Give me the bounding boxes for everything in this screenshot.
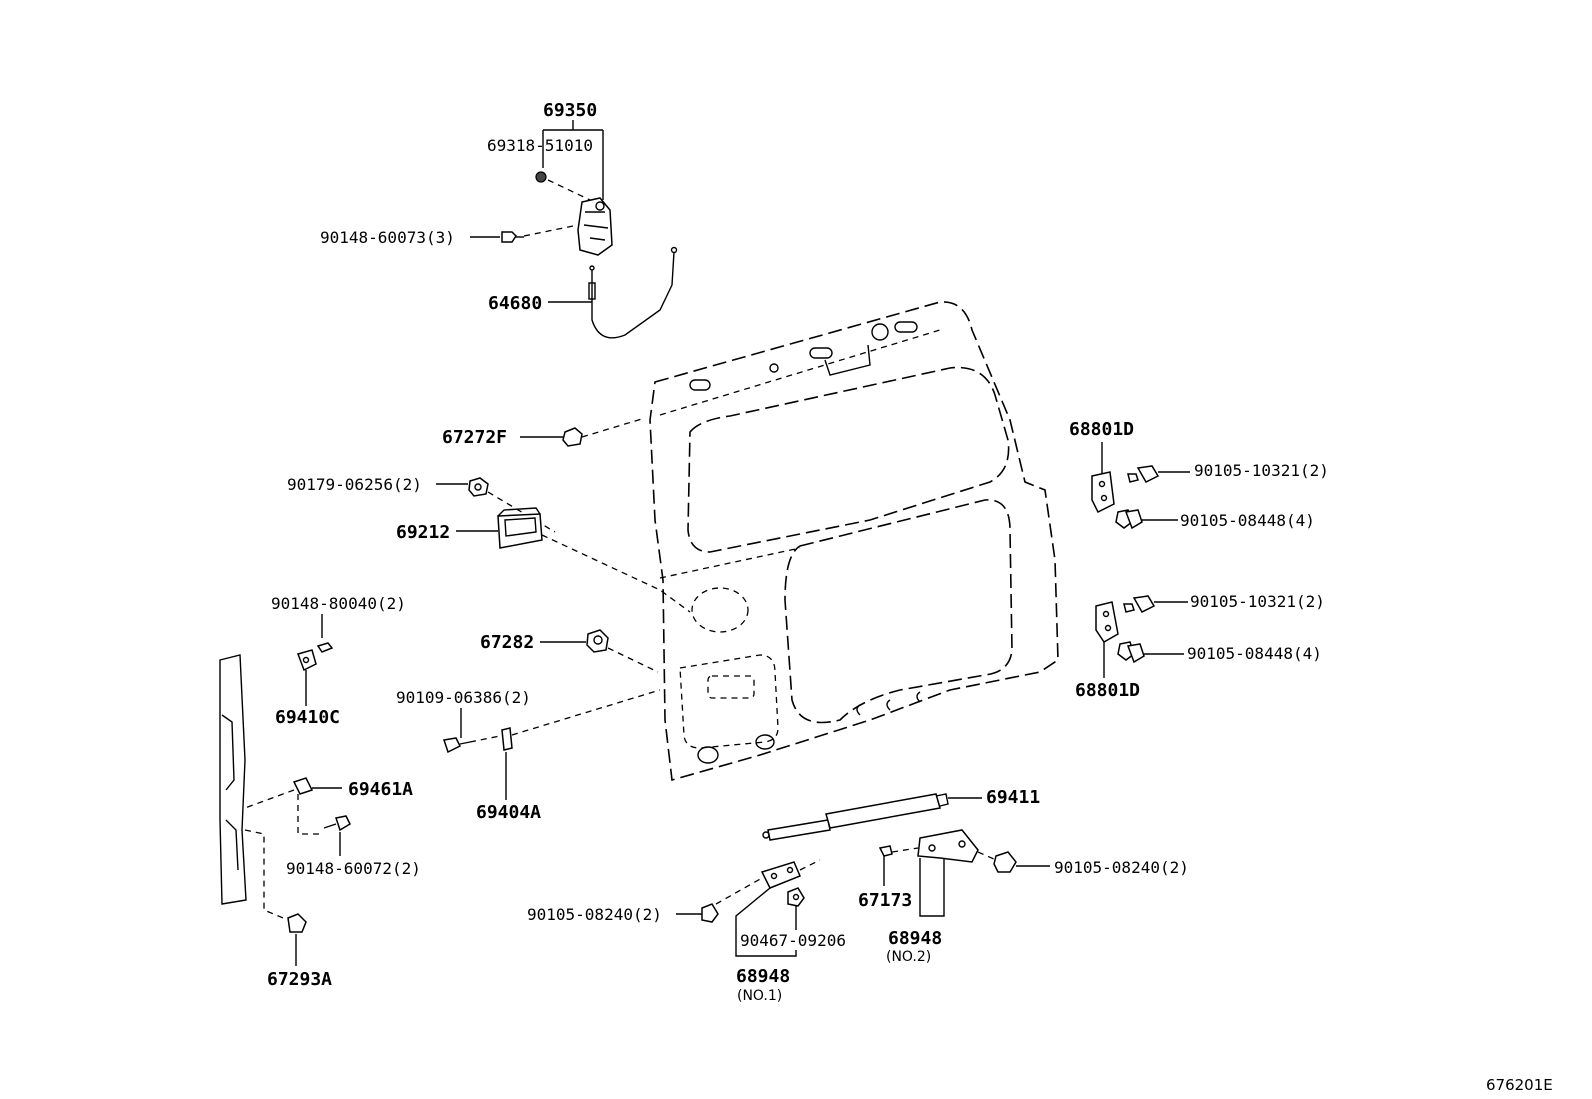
label-68948-no1: 68948 [736,966,790,987]
label-90105-10321-b: 90105-10321(2) [1190,592,1325,611]
nut-90179 [436,477,556,533]
hinge-68801D-upper [1091,442,1190,530]
label-64680: 64680 [488,293,542,314]
bracket-68948-no1 [676,859,821,957]
label-68948-no2-sub: (NO.2) [886,949,931,965]
label-90148-80040: 90148-80040(2) [271,594,406,613]
label-90105-10321-a: 90105-10321(2) [1194,461,1329,480]
cushion-67293A [244,829,307,966]
lock-assembly [535,120,613,256]
label-90105-08448-a: 90105-08448(4) [1180,511,1315,530]
hinge-68801D-lower [1095,595,1188,678]
label-69461A: 69461A [348,779,413,800]
bracket-69410C [297,614,334,706]
cushion-67272F [520,417,646,447]
label-69404A: 69404A [476,802,541,823]
label-68801D-bottom: 68801D [1075,680,1140,701]
label-67293A: 67293A [267,969,332,990]
label-90148-60072: 90148-60072(2) [286,859,421,878]
label-68948-no1-sub: (NO.1) [737,988,782,1004]
handle-69212 [456,507,691,613]
label-90148-60073: 90148-60073(3) [320,228,455,247]
trim-strip [219,654,247,905]
label-90105-08240-right: 90105-08240(2) [1054,858,1189,877]
label-69350: 69350 [543,100,597,121]
label-90105-08240-left: 90105-08240(2) [527,905,662,924]
label-90467-09206: 90467-09206 [740,931,846,950]
diagram-code: 676201E [1486,1076,1553,1094]
label-67272F: 67272F [442,427,507,448]
label-69411: 69411 [986,787,1040,808]
label-90109-06386: 90109-06386(2) [396,688,531,707]
screw-90148-60072 [323,815,351,856]
label-69212: 69212 [396,522,450,543]
label-67282: 67282 [480,632,534,653]
cable-64680 [548,246,678,339]
label-90179-06256: 90179-06256(2) [287,475,422,494]
label-67173: 67173 [858,890,912,911]
back-door-panel [649,301,1059,782]
label-69318-51010: 69318-51010 [487,136,593,155]
label-69410C: 69410C [275,707,340,728]
part-67282 [540,629,659,673]
striker-69404A [443,689,661,800]
label-68948-no2: 68948 [888,928,942,949]
gas-strut-69411 [762,793,982,841]
clip-69461A [244,777,342,835]
bracket-68948-no2 [878,829,1050,917]
label-90105-08448-b: 90105-08448(4) [1187,644,1322,663]
label-68801D-top: 68801D [1069,419,1134,440]
bolt-90148-60073 [470,224,579,243]
